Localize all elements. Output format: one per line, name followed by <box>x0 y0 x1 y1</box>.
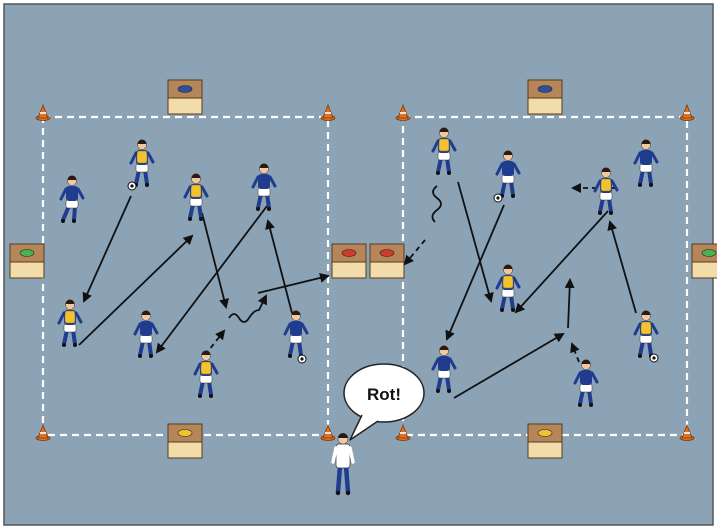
cone-icon <box>35 423 51 441</box>
player-icon <box>431 127 457 175</box>
goal-box-icon <box>9 243 45 279</box>
movement-arrow <box>457 181 494 303</box>
movement-arrow <box>514 210 609 314</box>
player-icon <box>127 139 155 191</box>
goal-box-icon <box>527 79 563 115</box>
player-icon <box>495 264 521 312</box>
player-icon <box>251 163 277 211</box>
movement-arrow <box>78 234 194 346</box>
player-icon <box>633 310 659 363</box>
movement-arrow <box>155 201 271 354</box>
coach-icon <box>331 433 355 496</box>
goal-box-icon <box>167 79 203 115</box>
goal-box-icon <box>527 423 563 459</box>
goal-box-icon <box>369 243 405 279</box>
speech-text: Rot! <box>367 385 401 404</box>
cone-icon <box>320 423 336 441</box>
player-icon <box>183 173 209 221</box>
cone-icon <box>35 103 51 121</box>
ball-icon <box>127 181 137 191</box>
goal-box-icon <box>167 423 203 459</box>
goal-box-icon <box>691 243 717 279</box>
movement-arrow <box>265 219 293 314</box>
movement-arrow <box>564 278 575 329</box>
movement-arrow <box>257 273 330 294</box>
ball-icon <box>493 193 503 203</box>
player-icon <box>593 167 619 215</box>
ball-icon <box>297 354 307 364</box>
player-icon <box>59 175 85 223</box>
cone-icon <box>320 103 336 121</box>
movement-arrow <box>607 220 637 314</box>
player-icon <box>283 310 309 364</box>
cone-icon <box>679 423 695 441</box>
player-icon <box>431 345 457 393</box>
goal-box-icon <box>331 243 367 279</box>
cone-icon <box>679 103 695 121</box>
player-icon <box>493 150 521 203</box>
dribble-arrow <box>228 294 267 323</box>
player-icon <box>633 139 659 187</box>
cone-icon <box>395 423 411 441</box>
dribble-path <box>431 185 442 223</box>
movement-arrow <box>453 332 565 399</box>
movement-arrow <box>201 212 229 309</box>
player-icon <box>193 350 219 398</box>
movement-arrow <box>445 204 505 341</box>
player-icon <box>133 310 159 358</box>
player-icon <box>573 359 599 407</box>
cone-icon <box>395 103 411 121</box>
ball-icon <box>649 353 659 363</box>
pass-arrow <box>570 342 580 363</box>
player-icon <box>57 299 83 347</box>
speech-bubble: Rot! <box>343 363 425 441</box>
movement-arrow <box>82 195 132 303</box>
